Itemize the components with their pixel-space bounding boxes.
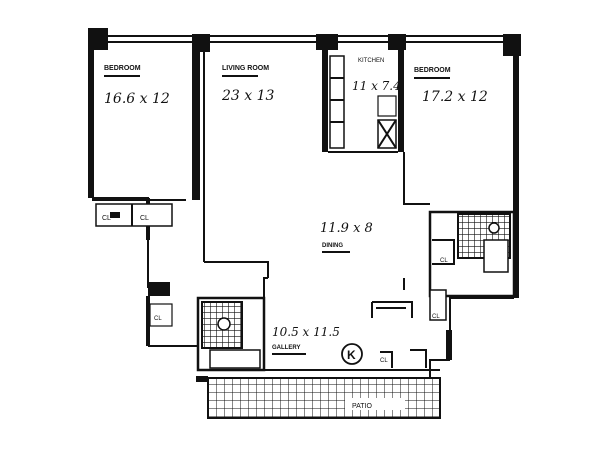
entrance-symbol: K (347, 348, 356, 362)
kitchen-name: KITCHEN (358, 58, 384, 64)
closet-label-left-1: CL (102, 215, 111, 222)
room-bedroom-right: BEDROOM 17.2 x 12 (403, 67, 488, 205)
entrance-marker (341, 343, 363, 365)
dining-name: DINING (322, 243, 343, 249)
bedroom-right-name: BEDROOM (414, 67, 451, 74)
living-room-dims: 23 x 13 (221, 88, 275, 104)
bathroom-left: CL (149, 296, 266, 372)
gallery-name: GALLERY (272, 345, 300, 351)
kitchen-dims: 11 x 7.4 (352, 79, 401, 93)
room-dining: 11.9 x 8 DINING (320, 221, 373, 253)
bathroom-right: CL CL (428, 210, 516, 321)
room-bedroom-left: CL CL BEDROOM 16.6 x 12 (92, 50, 200, 227)
gallery-dims: 10.5 x 11.5 (272, 325, 340, 339)
room-living: LIVING ROOM 23 x 13 (203, 52, 275, 278)
closet-label-bath: CL (154, 316, 162, 322)
closet-label-left-2: CL (140, 215, 149, 222)
bedroom-left-name: BEDROOM (104, 65, 141, 72)
closet-label-right-1: CL (440, 258, 448, 264)
inner-walls (196, 277, 405, 382)
dining-dims: 11.9 x 8 (320, 221, 373, 236)
balcony-label: PATIO (352, 403, 373, 410)
bedroom-right-dims: 17.2 x 12 (422, 89, 488, 105)
bedroom-left-dims: 16.6 x 12 (104, 91, 170, 107)
closet-label-right-2: CL (432, 314, 440, 320)
room-kitchen: KITCHEN 11 x 7.4 (322, 48, 404, 153)
living-room-name: LIVING ROOM (222, 65, 269, 72)
room-gallery: 10.5 x 11.5 GALLERY K CL (272, 301, 427, 368)
closet-label-gallery: CL (380, 358, 388, 364)
balcony: PATIO (207, 377, 441, 419)
